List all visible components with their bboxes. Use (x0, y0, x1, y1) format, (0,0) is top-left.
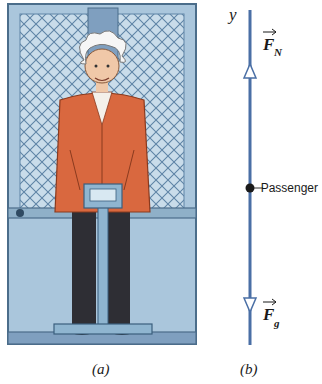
force-subscript: g (274, 318, 280, 329)
panel-label: (b) (240, 362, 258, 377)
bathroom-scale (54, 184, 152, 334)
axis-label: y (229, 6, 237, 23)
free-body-diagram (244, 10, 276, 345)
elevator-cage (8, 4, 196, 344)
force-symbol: F (263, 306, 274, 323)
passenger-figure (55, 31, 150, 335)
body-label: Passenger (261, 182, 318, 194)
force-subscript: N (274, 47, 282, 58)
force-symbol: F (263, 36, 274, 53)
panel-label: (a) (92, 362, 110, 377)
